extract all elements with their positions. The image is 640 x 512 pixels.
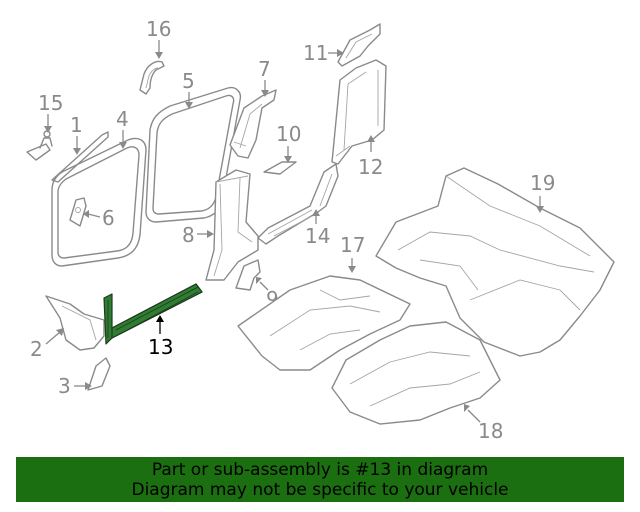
parts-diagram: 15 1 4 6 5	[26, 17, 615, 443]
svg-text:17: 17	[340, 233, 365, 257]
svg-text:10: 10	[276, 122, 301, 146]
svg-text:12: 12	[358, 155, 383, 179]
part-3-clip	[87, 357, 111, 391]
svg-text:3: 3	[58, 374, 71, 398]
part-9-bracket	[235, 259, 261, 291]
banner-line-2: Diagram may not be specific to your vehi…	[131, 479, 509, 500]
callout-10: 10	[276, 122, 301, 163]
part-5-weatherstrip	[145, 86, 242, 223]
part-14-scuff-plate	[257, 163, 339, 245]
part-13-sill-plate-highlighted	[103, 283, 203, 345]
callout-17: 17	[340, 233, 365, 273]
svg-text:14: 14	[305, 224, 330, 248]
callout-12: 12	[358, 135, 383, 179]
callout-13[interactable]: 13	[148, 315, 173, 359]
callout-16: 16	[146, 17, 171, 59]
part-19-floor-carpet	[375, 167, 615, 357]
banner-line-1: Part or sub-assembly is #13 in diagram	[151, 459, 489, 480]
part-6-clip	[69, 197, 87, 227]
part-18-rear-floor-carpet	[331, 321, 501, 425]
svg-text:5: 5	[182, 69, 195, 93]
part-4-weatherstrip	[51, 137, 147, 267]
svg-text:1: 1	[70, 113, 83, 137]
svg-text:19: 19	[530, 171, 555, 195]
info-banner: Part or sub-assembly is #13 in diagram D…	[16, 457, 624, 502]
callout-7: 7	[258, 57, 271, 97]
part-10-plate	[263, 161, 297, 175]
part-16-grab-handle	[139, 60, 165, 95]
callout-19: 19	[530, 171, 555, 213]
callout-11: 11	[303, 41, 344, 65]
svg-text:15: 15	[38, 91, 63, 115]
part-7-pillar-trim-upper	[229, 89, 277, 159]
part-17-front-floor-carpet	[237, 275, 411, 371]
part-11-upper-trim	[337, 23, 381, 67]
callout-1: 1	[70, 113, 83, 155]
part-15-clip	[26, 130, 53, 161]
callout-3: 3	[58, 374, 92, 398]
svg-text:2: 2	[30, 337, 43, 361]
callout-5: 5	[182, 69, 195, 109]
svg-text:8: 8	[182, 223, 195, 247]
callout-15: 15	[38, 91, 63, 133]
svg-text:7: 7	[258, 57, 271, 81]
svg-text:6: 6	[102, 206, 115, 230]
svg-text:4: 4	[116, 107, 129, 131]
callout-4: 4	[116, 107, 129, 149]
svg-text:18: 18	[478, 419, 503, 443]
part-2-kick-panel	[45, 295, 105, 351]
callout-18: 18	[464, 404, 503, 443]
part-1-trim-strip	[51, 131, 109, 183]
callout-2: 2	[30, 328, 64, 361]
svg-text:13: 13	[148, 335, 173, 359]
callout-6: 6	[83, 206, 115, 230]
svg-text:11: 11	[303, 41, 328, 65]
part-8-pillar-trim-lower	[205, 169, 259, 281]
callout-14: 14	[305, 209, 330, 248]
part-12-c-pillar-trim	[331, 59, 387, 165]
svg-text:16: 16	[146, 17, 171, 41]
callout-8: 8	[182, 223, 214, 247]
